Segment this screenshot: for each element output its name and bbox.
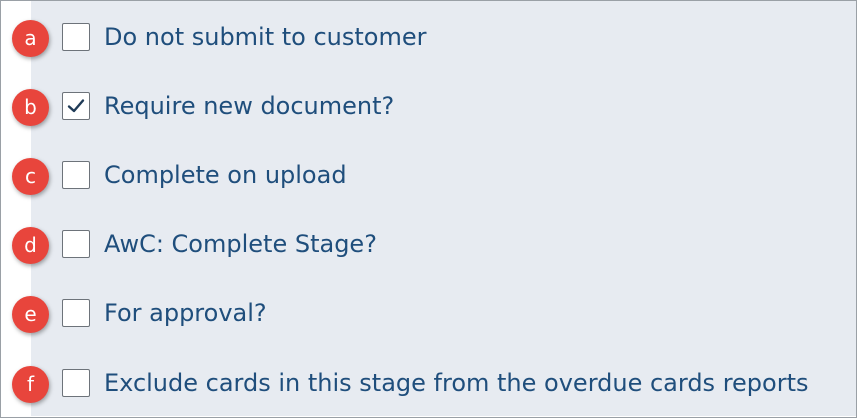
for-approval-label: For approval? xyxy=(104,299,267,327)
checkmark-icon xyxy=(67,99,85,113)
do-not-submit-checkbox[interactable] xyxy=(62,23,90,51)
option-row-require-new-document[interactable]: b Require new document? xyxy=(0,86,857,126)
exclude-overdue-checkbox[interactable] xyxy=(62,369,90,397)
do-not-submit-label: Do not submit to customer xyxy=(104,23,427,51)
complete-on-upload-checkbox[interactable] xyxy=(62,161,90,189)
option-row-for-approval[interactable]: e For approval? xyxy=(0,293,857,333)
annotation-badge-f: f xyxy=(12,366,49,403)
annotation-badge-c: c xyxy=(12,158,49,195)
require-new-document-label: Require new document? xyxy=(104,92,395,120)
annotation-badge-a: a xyxy=(12,20,49,57)
annotation-badge-d: d xyxy=(12,227,49,264)
option-row-do-not-submit[interactable]: a Do not submit to customer xyxy=(0,17,857,57)
awc-complete-stage-checkbox[interactable] xyxy=(62,230,90,258)
annotation-badge-b: b xyxy=(12,89,49,126)
complete-on-upload-label: Complete on upload xyxy=(104,161,347,189)
annotation-badge-e: e xyxy=(12,296,49,333)
awc-complete-stage-label: AwC: Complete Stage? xyxy=(104,230,377,258)
for-approval-checkbox[interactable] xyxy=(62,299,90,327)
option-row-awc-complete-stage[interactable]: d AwC: Complete Stage? xyxy=(0,224,857,264)
options-panel xyxy=(31,1,856,416)
exclude-overdue-label: Exclude cards in this stage from the ove… xyxy=(104,369,809,397)
option-row-complete-on-upload[interactable]: c Complete on upload xyxy=(0,155,857,195)
require-new-document-checkbox[interactable] xyxy=(62,92,90,120)
option-row-exclude-overdue[interactable]: f Exclude cards in this stage from the o… xyxy=(0,363,857,403)
